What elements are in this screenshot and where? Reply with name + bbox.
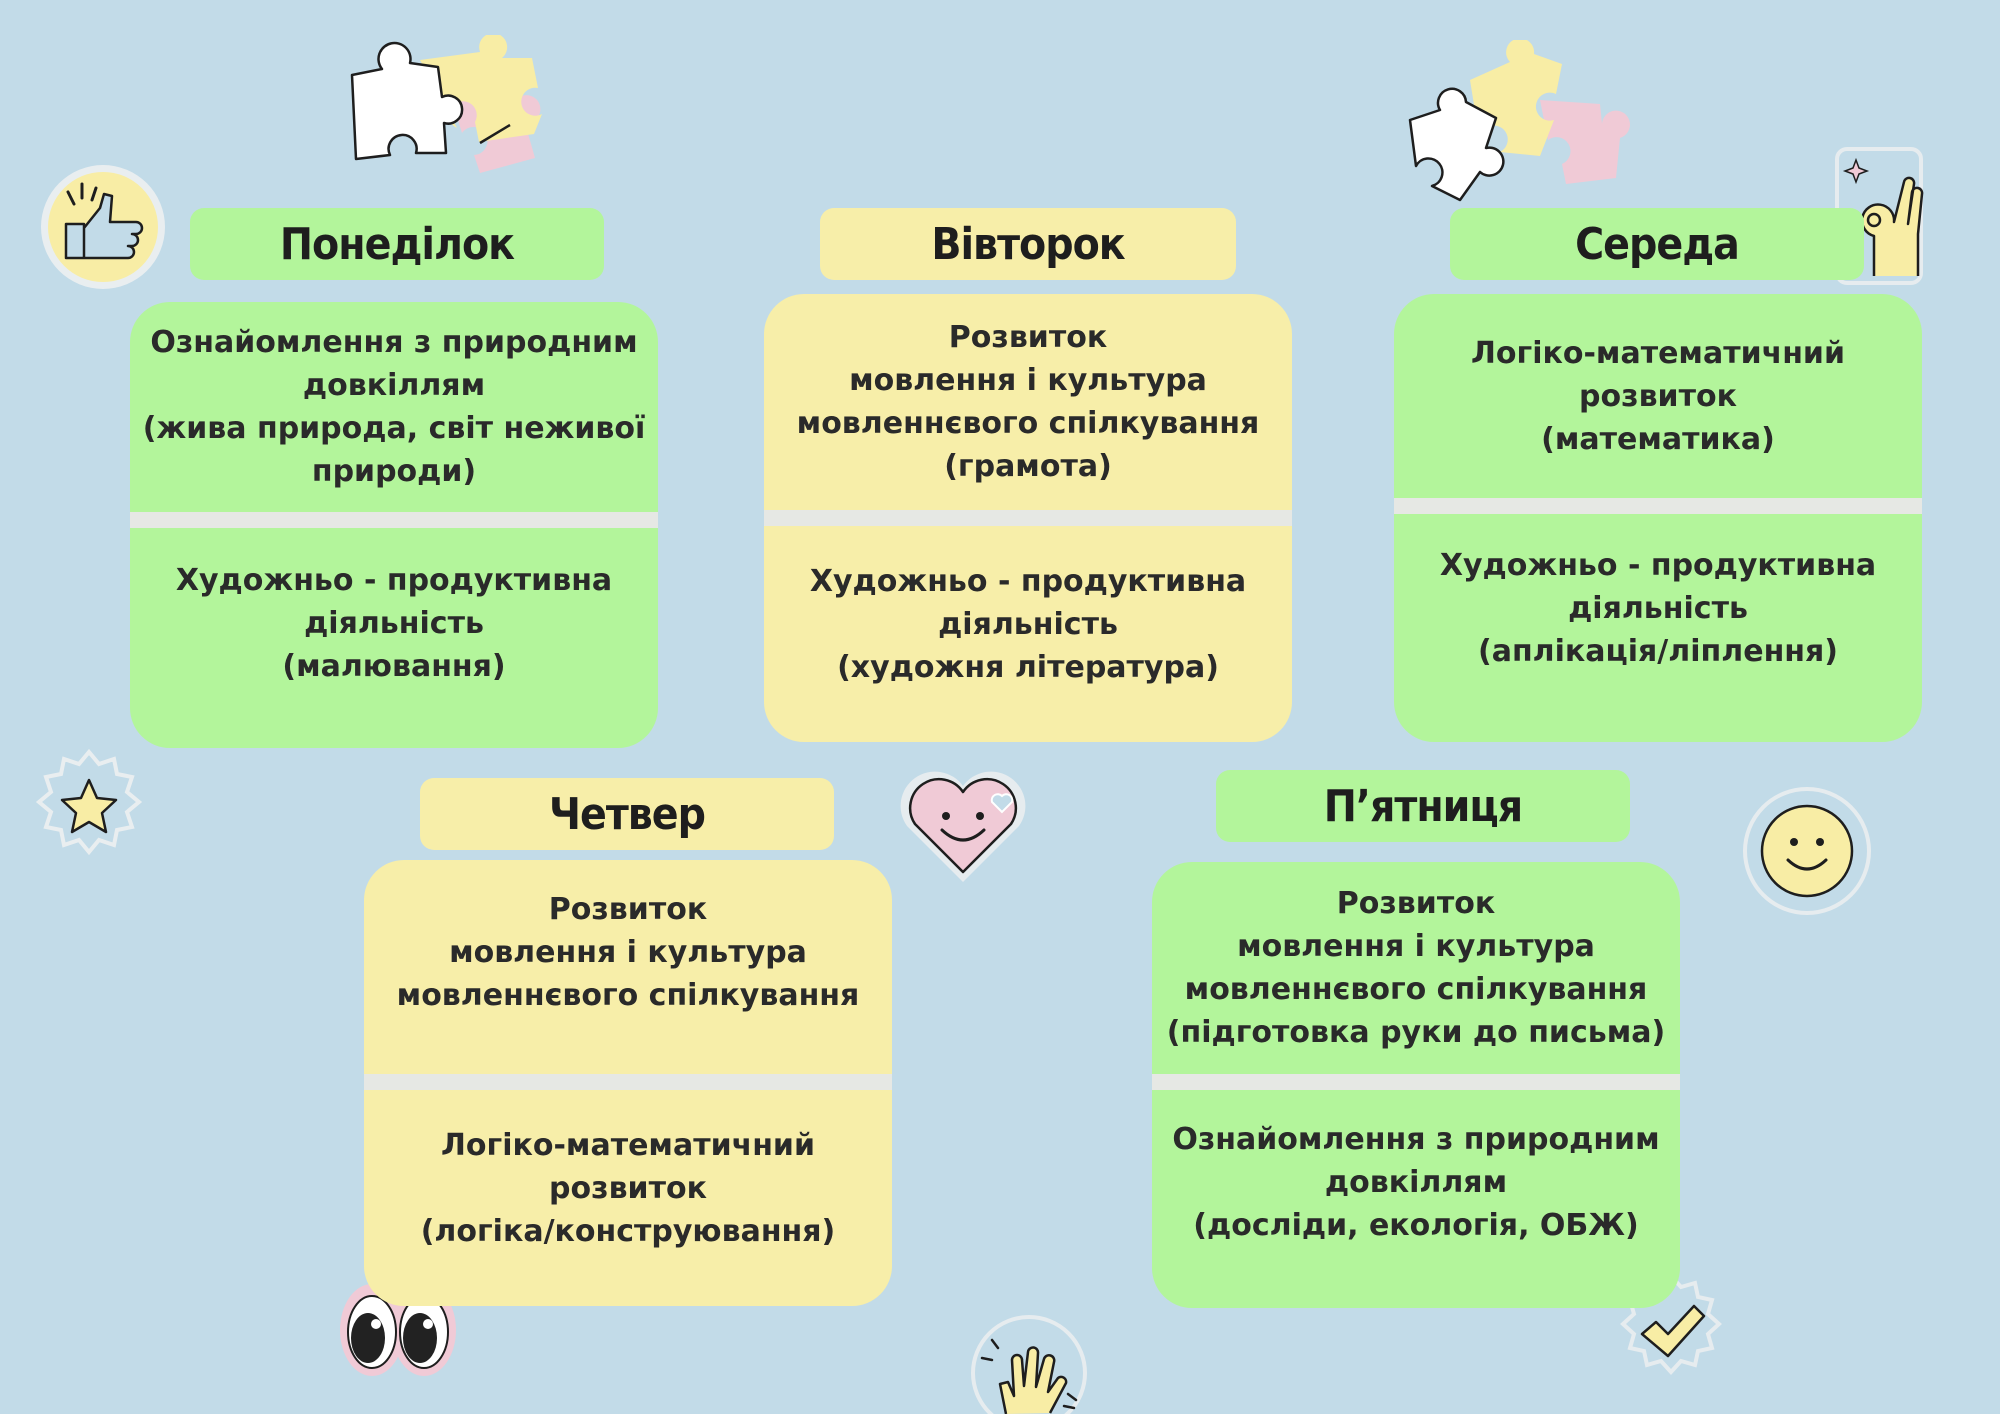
- day-tab-thursday: Четвер: [420, 778, 834, 850]
- divider: [764, 510, 1292, 526]
- day-tab-tuesday: Вівторок: [820, 208, 1236, 280]
- smiley-icon: [1743, 787, 1871, 915]
- session-text: Розвиток мовлення і культура мовленнєвог…: [796, 320, 1260, 484]
- day-tab-monday: Понеділок: [190, 208, 604, 280]
- session-text: Художньо - продуктивна діяльність (малюв…: [175, 562, 613, 684]
- schedule-card-wednesday: Логіко-математичний розвиток (математика…: [1394, 294, 1922, 742]
- session-text: Ознайомлення з природним довкіллям (жива…: [142, 325, 646, 489]
- waving-hand-icon: [971, 1315, 1087, 1414]
- divider: [364, 1074, 892, 1090]
- schedule-card-tuesday: Розвиток мовлення і культура мовленнєвог…: [764, 294, 1292, 742]
- session-text: Логіко-математичний розвиток (логіка/кон…: [420, 1127, 836, 1249]
- session-text: Розвиток мовлення і культура мовленнєвог…: [396, 892, 860, 1013]
- schedule-card-friday: Розвиток мовлення і культура мовленнєвог…: [1152, 862, 1680, 1308]
- day-title: Четвер: [548, 788, 706, 840]
- puzzle-icon: [350, 35, 542, 173]
- eyes-icon: [340, 1284, 456, 1376]
- star-icon: [35, 748, 143, 856]
- schedule-card-thursday: Розвиток мовлення і культура мовленнєвог…: [364, 860, 892, 1306]
- divider: [1152, 1074, 1680, 1090]
- divider: [130, 512, 658, 528]
- day-title: Понеділок: [279, 218, 515, 270]
- day-title: П’ятниця: [1323, 780, 1523, 832]
- day-title: Вівторок: [931, 218, 1125, 270]
- session-text: Розвиток мовлення і культура мовленнєвог…: [1166, 886, 1666, 1050]
- session-text: Ознайомлення з природним довкіллям (досл…: [1172, 1121, 1660, 1243]
- day-tab-friday: П’ятниця: [1216, 770, 1630, 842]
- session-text: Логіко-математичний розвиток (математика…: [1471, 335, 1845, 457]
- session-text: Художньо - продуктивна діяльність (худож…: [809, 563, 1247, 685]
- heart-smile-icon: [900, 771, 1026, 882]
- divider: [1394, 498, 1922, 514]
- thumbs-up-icon: [41, 165, 165, 289]
- day-title: Середа: [1575, 218, 1740, 270]
- schedule-card-monday: Ознайомлення з природним довкіллям (жива…: [130, 302, 658, 748]
- session-text: Художньо - продуктивна діяльність (аплік…: [1439, 547, 1877, 669]
- day-tab-wednesday: Середа: [1450, 208, 1864, 280]
